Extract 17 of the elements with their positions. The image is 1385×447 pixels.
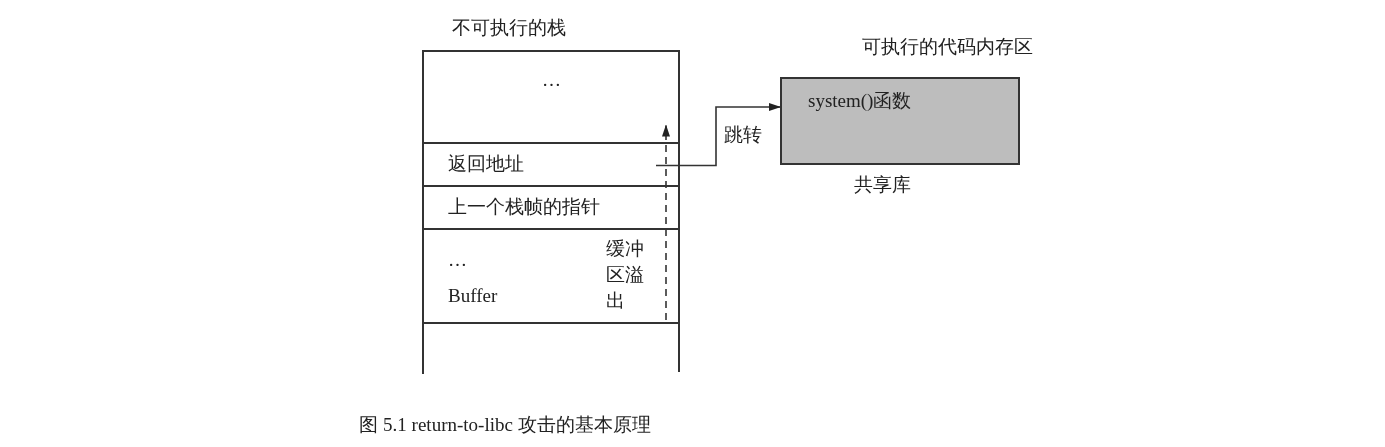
arrow xyxy=(655,103,781,167)
cell-text: 返回地址 xyxy=(448,154,524,175)
cell-text: Buffer xyxy=(448,286,498,307)
stack-cell xyxy=(422,230,678,324)
stack-cell xyxy=(422,52,678,144)
stack-cell xyxy=(422,187,656,230)
edge-label: 缓冲区溢出 xyxy=(606,237,645,313)
arrow xyxy=(662,124,670,321)
cell-text: … xyxy=(542,70,561,91)
function-label: system()函数 xyxy=(808,91,912,112)
stack-cell xyxy=(422,144,656,187)
figure-caption: 图 5.1 return-to-libc 攻击的基本原理 xyxy=(358,413,652,437)
box-heading: 不可执行的栈 xyxy=(452,18,566,39)
box-heading: 可执行的代码内存区 xyxy=(862,37,1033,58)
cell-text: 上一个栈帧的指针 xyxy=(448,197,600,218)
box-caption: 共享库 xyxy=(854,175,911,196)
cell-text: … xyxy=(448,250,467,271)
